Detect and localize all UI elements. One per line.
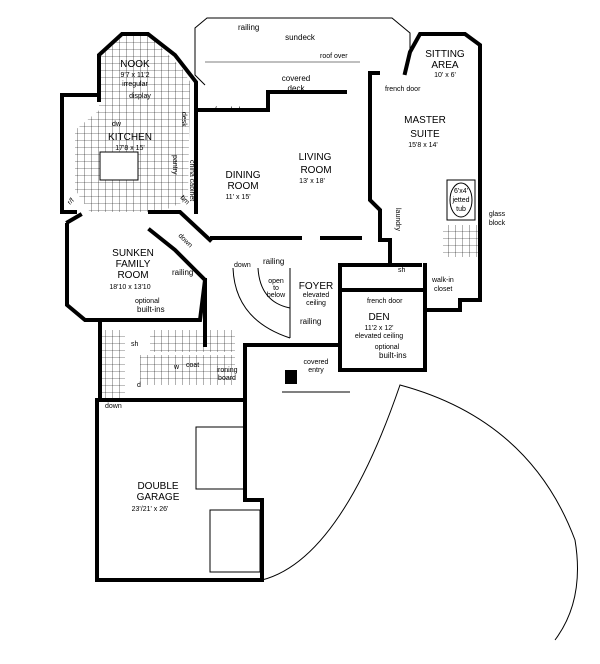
desk-label: desk [180,112,187,127]
stair-down-label: down [234,262,251,269]
family-name-2: FAMILY [116,259,151,270]
coat-closet-label: coat [186,362,199,369]
garage-size: 23'/21' x 26' [132,506,169,513]
master-name: MASTER [404,115,446,126]
sitting-size: 10' x 6' [434,72,456,79]
ironing-board-label-2: board [218,375,236,382]
refrigerator-label: r/f [66,197,75,206]
driveway-curve [261,384,578,641]
master-bath-tile-floor [443,225,478,257]
island [99,151,139,181]
garage-name-2: GARAGE [137,492,180,503]
entry-post [285,370,297,384]
family-name-3: ROOM [117,270,148,281]
open-to-below-label-3: below [267,292,286,299]
living-name-2: ROOM [300,165,331,176]
nook-label: NOOK 9'7 x 11'2 irregular display [120,59,151,100]
sundeck-label: sundeck [285,33,316,42]
tub-basin [449,182,473,218]
family-size: 18'10 x 13'10 [109,284,150,291]
bm-label: bm [179,194,191,206]
dining-name: DINING [226,170,261,181]
garage-door-2 [209,509,261,573]
dining-name-2: ROOM [227,181,258,192]
open-to-below-label-2: to [273,285,279,292]
master-name-2: SUITE [410,129,440,140]
nook-note: irregular [122,81,148,88]
den-size: 11'2 x 12' [364,325,393,332]
sitting-name: SITTING [425,49,465,60]
dishwasher-label: dw [112,121,122,128]
vanity-label: laundry [394,208,401,231]
kitchen-size: 17'8 x 15' [115,145,145,152]
washer-label: w [173,364,180,371]
covered-entry-label: covered [304,359,329,366]
covered-deck-label: covered [282,74,310,83]
french-door-label: french door [215,107,251,114]
railing-label: railing [238,23,259,32]
covered-entry-label-2: entry [308,367,324,374]
foyer-note-2: ceiling [306,300,326,307]
den-builtins-label: built-ins [379,351,407,360]
roof-over-label: roof over [320,53,348,60]
den-name: DEN [368,312,389,323]
dining-size: 11' x 15' [225,194,250,201]
optional-label: optional [135,298,160,305]
china-cabinet-label: china cabinet [188,160,195,201]
walk-in-closet-label-2: closet [434,286,452,293]
tub-label-2: tub [456,206,466,213]
covered-deck-label-2: deck [288,84,306,93]
curved-stair [232,267,291,339]
nook-name: NOOK [120,59,150,70]
foyer-note: elevated [303,292,330,299]
master-shower-label: sh [398,267,406,274]
garage-down-label: down [105,403,122,410]
bath-shower-label: sh [131,341,139,348]
walk-in-closet-label: walk-in [431,277,454,284]
glass-block-label: glass [489,211,506,218]
foyer-railing-label: railing [300,317,321,326]
foyer-name: FOYER [299,281,333,292]
pantry-label: pantry [171,155,178,175]
family-name: SUNKEN [112,248,154,259]
stair-treads [100,330,125,400]
tub-label: jetted [451,197,469,204]
master-size: 15'8 x 14' [408,142,438,149]
ironing-board-label: ironing [216,367,237,374]
dryer-label: d [137,382,141,389]
deck-railing [194,17,411,86]
open-to-below-label: open [268,278,284,285]
stair-railing-label: railing [263,257,284,266]
living-size: 13' x 18' [299,178,325,185]
french-door-label-2: french door [385,86,421,93]
nook-size: 9'7 x 11'2 [120,72,149,79]
tub-size: 6'x4' [454,188,468,195]
glass-block-label-2: block [489,220,506,227]
bath-tile-floor [150,330,235,352]
den-french-door-label: french door [367,298,403,305]
living-name: LIVING [299,152,332,163]
garage-door-1 [195,426,247,490]
builtins-label: built-ins [137,305,165,314]
family-railing-label: railing [172,268,193,277]
den-note: elevated ceiling [355,333,403,340]
garage-name: DOUBLE [137,481,178,492]
sitting-name-2: AREA [431,60,459,71]
jetted-tub [446,179,476,221]
kitchen-name: KITCHEN [108,132,152,143]
laundry-tile-floor [140,355,235,385]
display-note: display [129,93,151,100]
den-optional-label: optional [375,344,400,351]
stair-inner [257,267,291,309]
walls [60,32,482,582]
family-down-label: down [177,232,194,249]
